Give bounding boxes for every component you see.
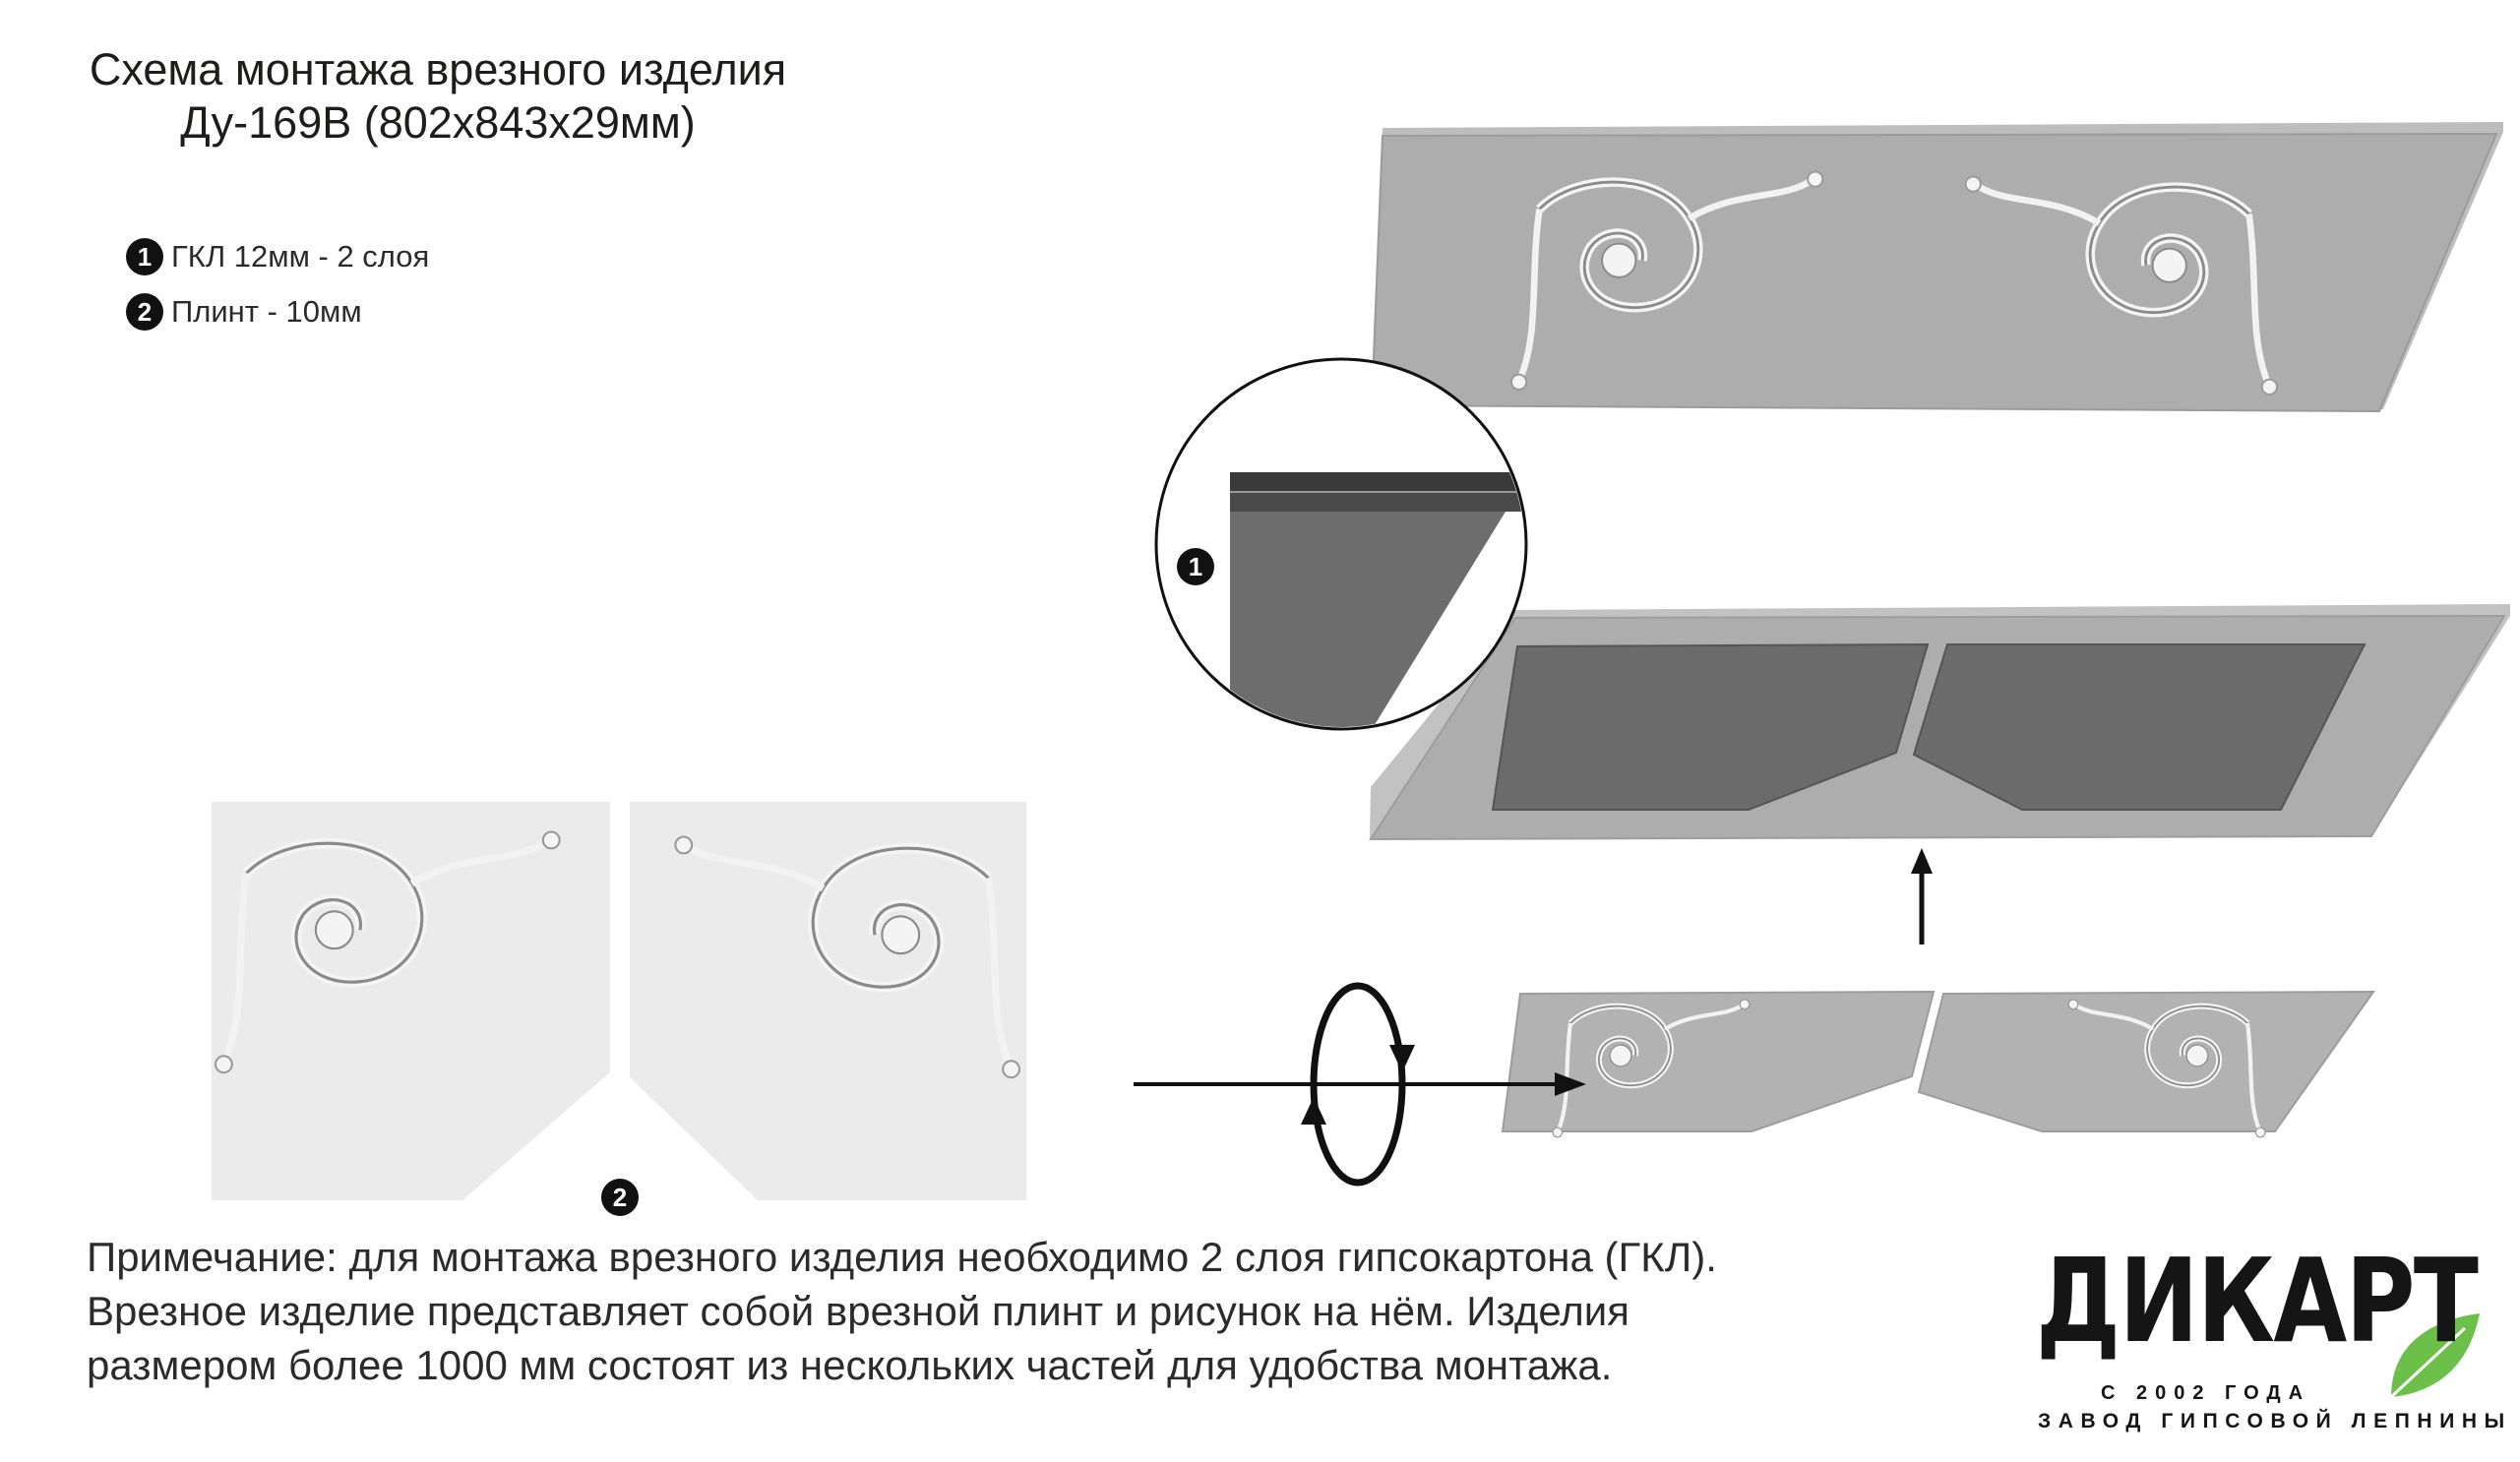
- note-line-1: Примечание: для монтажа врезного изделия…: [87, 1234, 1717, 1280]
- piece-left-flat: [212, 802, 610, 1200]
- legend-label-2: Плинт - 10мм: [171, 294, 362, 329]
- legend-number-2: 2: [126, 293, 163, 331]
- title-line-2: Ду-169В (802х843х29мм): [180, 97, 696, 148]
- logo-since: С 2002 ГОДА: [2101, 1382, 2311, 1404]
- pieces-marker: 2: [601, 1179, 639, 1216]
- detail-zoom: [1154, 357, 1528, 731]
- piece-right-flat: [630, 802, 1026, 1200]
- page-title: Схема монтажа врезного изделия Ду-169В (…: [59, 43, 817, 150]
- arrow-right-icon: [1134, 1072, 1586, 1096]
- note-line-2: Врезное изделие представляет собой врезн…: [87, 1288, 1630, 1334]
- piece-right-bottom: [1917, 990, 2375, 1137]
- logo-subtitle: ЗАВОД ГИПСОВОЙ ЛЕПНИНЫ: [2038, 1410, 2512, 1432]
- note-line-3: размером более 1000 мм состоят из нескол…: [87, 1342, 1613, 1388]
- legend-number-1: 1: [126, 238, 163, 275]
- legend-item-1: 1 ГКЛ 12мм - 2 слоя: [126, 237, 429, 276]
- logo-leaf-icon: [2389, 1313, 2480, 1399]
- plasterboard-panel: [1369, 604, 2510, 841]
- rotate-icon: [1301, 982, 1415, 1187]
- title-line-1: Схема монтажа врезного изделия: [89, 44, 787, 94]
- piece-left-bottom: [1501, 990, 1936, 1137]
- legend-label-1: ГКЛ 12мм - 2 слоя: [171, 239, 430, 274]
- arrow-up-icon: [1911, 848, 1933, 944]
- detail-marker: 1: [1177, 548, 1214, 585]
- finished-panel: [1370, 122, 2503, 413]
- logo-name: ДИКАРТ: [2036, 1233, 2479, 1369]
- note: Примечание: для монтажа врезного изделия…: [87, 1230, 1717, 1392]
- recess-left: [1491, 642, 1930, 811]
- legend-item-2: 2 Плинт - 10мм: [126, 292, 362, 332]
- recess-right: [1912, 643, 2366, 811]
